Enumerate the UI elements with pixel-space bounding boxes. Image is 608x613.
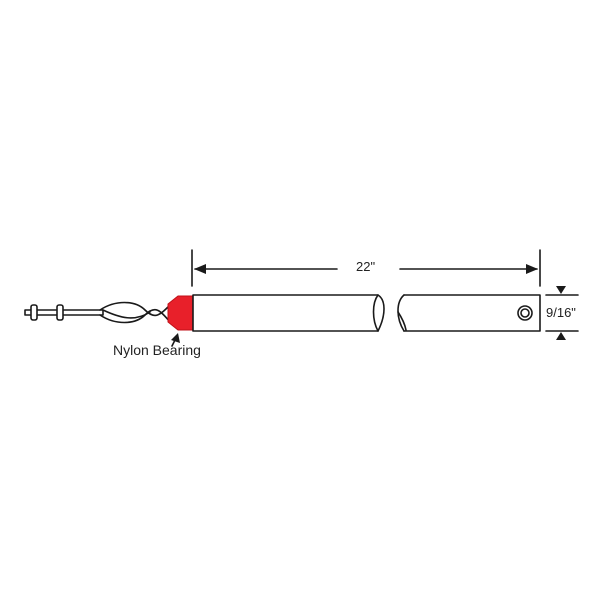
arrow-down-icon: [556, 286, 566, 294]
length-label: 22": [356, 259, 376, 274]
nylon-bearing-label: Nylon Bearing: [113, 342, 201, 358]
arrow-right-icon: [526, 264, 538, 274]
length-dimension: [191, 249, 541, 287]
tube-section-left: [192, 294, 385, 332]
diameter-dimension: [545, 294, 579, 332]
bearing-arrow-icon: [171, 333, 180, 343]
diameter-label: 9/16": [546, 305, 576, 320]
arrow-up-icon: [556, 332, 566, 340]
twisted-shaft: [99, 301, 171, 324]
arrow-left-icon: [194, 264, 206, 274]
tube-section-right: [397, 294, 541, 332]
shaft-tip: [24, 304, 104, 321]
mounting-hole-icon: [517, 305, 533, 321]
nylon-bearing: [167, 295, 194, 331]
